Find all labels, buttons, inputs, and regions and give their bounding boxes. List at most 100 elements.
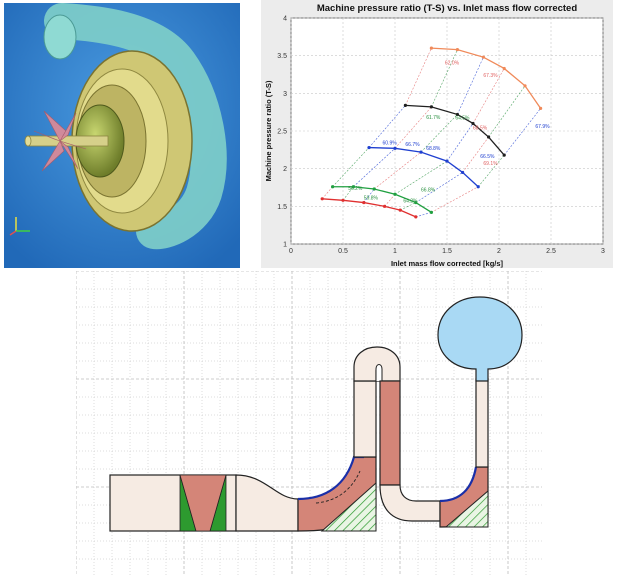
meridional-section-view[interactable] xyxy=(76,271,542,576)
efficiency-label: 62.0% xyxy=(445,61,460,67)
shaft-tip xyxy=(24,135,32,147)
efficiency-label: 67.3% xyxy=(483,73,498,79)
volute-inlet-opening xyxy=(43,14,77,60)
data-point xyxy=(487,135,491,139)
data-point xyxy=(331,185,335,189)
x-tick-label: 2.5 xyxy=(546,248,556,255)
x-tick-label: 1 xyxy=(393,248,397,255)
second-stage-hub xyxy=(444,489,489,528)
speed-line xyxy=(322,198,417,218)
volute xyxy=(437,296,523,382)
efficiency-trace xyxy=(363,188,375,203)
axis-triad-icon xyxy=(9,217,30,236)
efficiency-trace xyxy=(342,186,354,201)
efficiency-label: 56.2% xyxy=(348,186,363,192)
shaft xyxy=(27,135,109,147)
efficiency-labels: 62.0%67.3%61.7%64.5%68.5%67.9%60.9%66.7%… xyxy=(348,61,550,205)
speed-lines xyxy=(320,46,543,219)
data-point xyxy=(414,215,418,219)
efficiency-label: 64.2% xyxy=(403,199,418,205)
efficiency-label: 61.7% xyxy=(426,115,441,121)
x-tick-label: 2 xyxy=(497,248,501,255)
y-tick-label: 2 xyxy=(283,166,287,173)
y-tick-label: 3.5 xyxy=(277,53,287,60)
volute-inlet-pipe xyxy=(44,3,227,250)
data-point xyxy=(502,66,506,71)
efficiency-trace xyxy=(503,108,541,156)
efficiency-label: 68.8% xyxy=(426,146,441,152)
data-point xyxy=(372,187,376,191)
chart-title: Machine pressure ratio (T-S) vs. Inlet m… xyxy=(317,3,577,14)
x-tick-label: 0.5 xyxy=(338,248,348,255)
efficiency-trace xyxy=(415,172,463,203)
grid-lines xyxy=(290,17,604,245)
turbine-blades xyxy=(33,110,87,172)
efficiency-trace xyxy=(394,106,432,149)
data-point xyxy=(429,46,433,50)
data-point xyxy=(429,105,433,109)
data-point xyxy=(320,197,324,201)
second-stage-diffuser xyxy=(475,378,489,468)
speed-line xyxy=(368,146,479,188)
efficiency-label: 68.5% xyxy=(473,125,488,131)
efficiency-label: 66.7% xyxy=(405,142,420,148)
data-point xyxy=(481,55,485,59)
x-tick-label: 1.5 xyxy=(442,248,452,255)
speed-line xyxy=(405,104,505,156)
inlet-guide-vane-blade xyxy=(179,474,227,532)
data-point xyxy=(393,146,397,150)
efficiency-trace xyxy=(353,148,396,187)
data-point xyxy=(455,48,459,52)
data-point xyxy=(523,84,527,88)
efficiency-trace xyxy=(374,151,422,190)
y-tick-label: 3 xyxy=(283,91,287,98)
data-point xyxy=(539,106,543,110)
data-point xyxy=(461,170,465,175)
efficiency-label: 67.9% xyxy=(535,124,550,130)
efficiency-trace xyxy=(400,202,416,211)
data-point xyxy=(476,185,480,189)
efficiency-trace xyxy=(446,123,474,162)
first-stage-splitter xyxy=(315,470,361,504)
efficiency-label: 66.8% xyxy=(421,187,436,193)
efficiency-label: 59.8% xyxy=(364,196,379,202)
data-point xyxy=(471,121,475,126)
first-stage-diffuser xyxy=(353,380,377,458)
data-point xyxy=(419,150,423,154)
data-point xyxy=(414,200,418,205)
efficiency-trace xyxy=(462,136,489,173)
efficiency-trace xyxy=(384,194,396,207)
y-tick-label: 4 xyxy=(283,16,287,23)
data-point xyxy=(393,192,397,196)
data-point xyxy=(341,198,345,202)
turbocharger-3d-view[interactable] xyxy=(4,3,240,268)
y-tick-label: 1 xyxy=(283,242,287,249)
compressor-map-chart: Machine pressure ratio (T-S) vs. Inlet m… xyxy=(261,0,613,268)
second-stage-shroud xyxy=(439,466,478,503)
speed-fan-lines xyxy=(321,48,541,218)
data-point xyxy=(367,145,371,150)
data-point xyxy=(351,185,355,189)
x-axis-label: Inlet mass flow corrected [kg/s] xyxy=(391,259,504,268)
efficiency-trace xyxy=(368,105,406,148)
data-point xyxy=(383,204,387,208)
speed-line xyxy=(431,47,542,109)
data-point xyxy=(362,200,366,205)
efficiency-trace xyxy=(431,186,479,213)
speed-line xyxy=(332,186,432,213)
data-point xyxy=(445,159,449,163)
efficiency-label: 66.5% xyxy=(480,154,495,160)
first-stage-shroud xyxy=(297,455,364,501)
data-point xyxy=(455,112,459,117)
y-axis-label: Machine pressure ratio (T-S) xyxy=(264,80,273,181)
efficiency-trace xyxy=(332,147,370,187)
efficiency-trace xyxy=(321,186,333,199)
y-tick-label: 2.5 xyxy=(277,129,287,136)
crossover-inner xyxy=(375,364,383,381)
return-channel-vane xyxy=(379,380,401,486)
data-point xyxy=(429,210,433,214)
efficiency-label: 64.5% xyxy=(455,116,470,122)
x-tick-label: 0 xyxy=(289,248,293,255)
data-point xyxy=(502,153,506,157)
